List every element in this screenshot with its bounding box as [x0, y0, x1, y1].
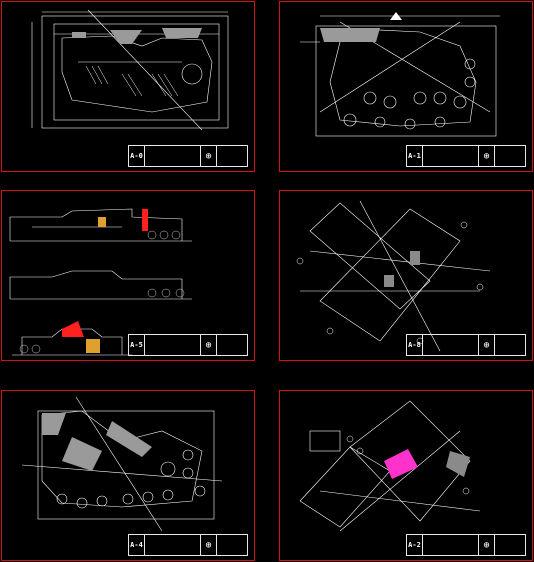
logo-icon: ⊕: [201, 535, 217, 555]
drawing-sheet-1[interactable]: A-0 ⊕: [1, 1, 255, 172]
sheet-code: A-1: [407, 146, 423, 166]
roof-plan-drawing: [296, 200, 491, 352]
title-block: A-5 ⊕: [128, 334, 248, 356]
elevations-drawing: [9, 208, 192, 356]
title-block: A-0 ⊕: [128, 145, 248, 167]
title-block: A-8 ⊕: [406, 334, 526, 356]
title-block: A-4 ⊕: [128, 534, 248, 556]
logo-icon: ⊕: [479, 335, 495, 355]
site-plan-drawing: [31, 9, 229, 131]
logo-icon: ⊕: [201, 146, 217, 166]
sheet-code: A-8: [407, 335, 423, 355]
sheet-code: A-2: [407, 535, 423, 555]
drawing-sheet-4[interactable]: A-8 ⊕: [279, 190, 533, 361]
sheet-code: A-5: [129, 335, 145, 355]
sheet-code: A-4: [129, 535, 145, 555]
drawing-sheet-3[interactable]: A-5 ⊕: [1, 190, 255, 361]
ground-plan-drawing: [21, 396, 223, 532]
sheet-code: A-0: [129, 146, 145, 166]
floor-plan-drawing: [300, 12, 500, 137]
drawing-sheet-2[interactable]: A-1 ⊕: [279, 1, 533, 172]
logo-icon: ⊕: [201, 335, 217, 355]
title-block: A-2 ⊕: [406, 534, 526, 556]
upper-plan-drawing: [299, 400, 481, 532]
drawing-sheet-6[interactable]: A-2 ⊕: [279, 390, 533, 561]
logo-icon: ⊕: [479, 146, 495, 166]
logo-icon: ⊕: [479, 535, 495, 555]
drawing-sheet-5[interactable]: A-4 ⊕: [1, 390, 255, 561]
title-block: A-1 ⊕: [406, 145, 526, 167]
north-arrow-icon: [390, 12, 402, 20]
